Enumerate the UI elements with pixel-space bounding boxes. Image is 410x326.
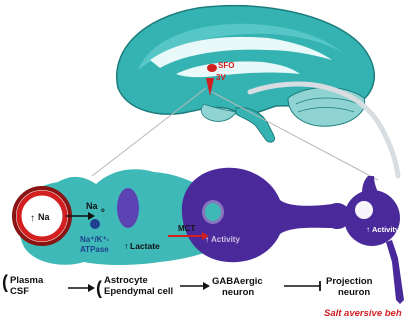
brainstem — [236, 108, 274, 142]
pump-label-line2: ATPase — [80, 245, 109, 254]
na-k-atpase-pump — [90, 219, 100, 229]
projection-neuron-axon — [386, 240, 404, 304]
lactate-up-arrow: ↑ — [124, 241, 129, 251]
flow-arrow-2-head — [203, 282, 210, 290]
flow-arrow-1-head — [88, 284, 95, 292]
proj-activity-label: Activity — [372, 225, 400, 234]
flow-row: ( Plasma CSF ( Astrocyte Ependymal cell … — [2, 272, 402, 319]
astrocyte-nucleus — [117, 188, 139, 228]
gaba-activity-up-arrow: ↑ — [205, 235, 209, 244]
pump-label-line1: Na⁺/K⁺- — [80, 235, 110, 244]
outcome-caption: Salt aversive beh — [324, 308, 402, 319]
na-out-label: Na — [86, 201, 98, 211]
na-out-subscript: o — [101, 208, 105, 214]
gaba-activity-label: Activity — [211, 235, 240, 244]
na-inner-label: Na — [38, 212, 50, 222]
na-up-arrow: ↑ — [30, 213, 35, 224]
sfo-marker — [207, 64, 217, 72]
astrocyte-label: Astrocyte — [104, 275, 148, 286]
projection-neuron-body — [344, 190, 400, 246]
proj-label-line2: neuron — [338, 287, 370, 298]
csf-label: CSF — [10, 286, 29, 297]
astrocyte-paren: ( — [96, 278, 102, 298]
gaba-label-line1: GABAergic — [212, 276, 263, 287]
mct-label: MCT — [178, 224, 195, 233]
cerebellum — [288, 88, 365, 127]
plasma-label: Plasma — [10, 275, 44, 286]
sfo-label: SFO — [218, 61, 234, 70]
gaba-label-line2: neuron — [222, 287, 254, 298]
gabaergic-nucleus-inner — [205, 203, 221, 221]
third-ventricle-label: 3V — [216, 73, 226, 82]
ependymal-label: Ependymal cell — [104, 286, 173, 297]
projection-neuron-nucleus — [355, 201, 373, 219]
proj-label-line1: Projection — [326, 276, 373, 287]
proj-activity-up-arrow: ↑ — [366, 225, 370, 234]
brain-sagittal-section: SFO 3V — [117, 6, 398, 176]
lactate-label: Lactate — [130, 241, 160, 251]
plasma-paren: ( — [2, 272, 8, 292]
